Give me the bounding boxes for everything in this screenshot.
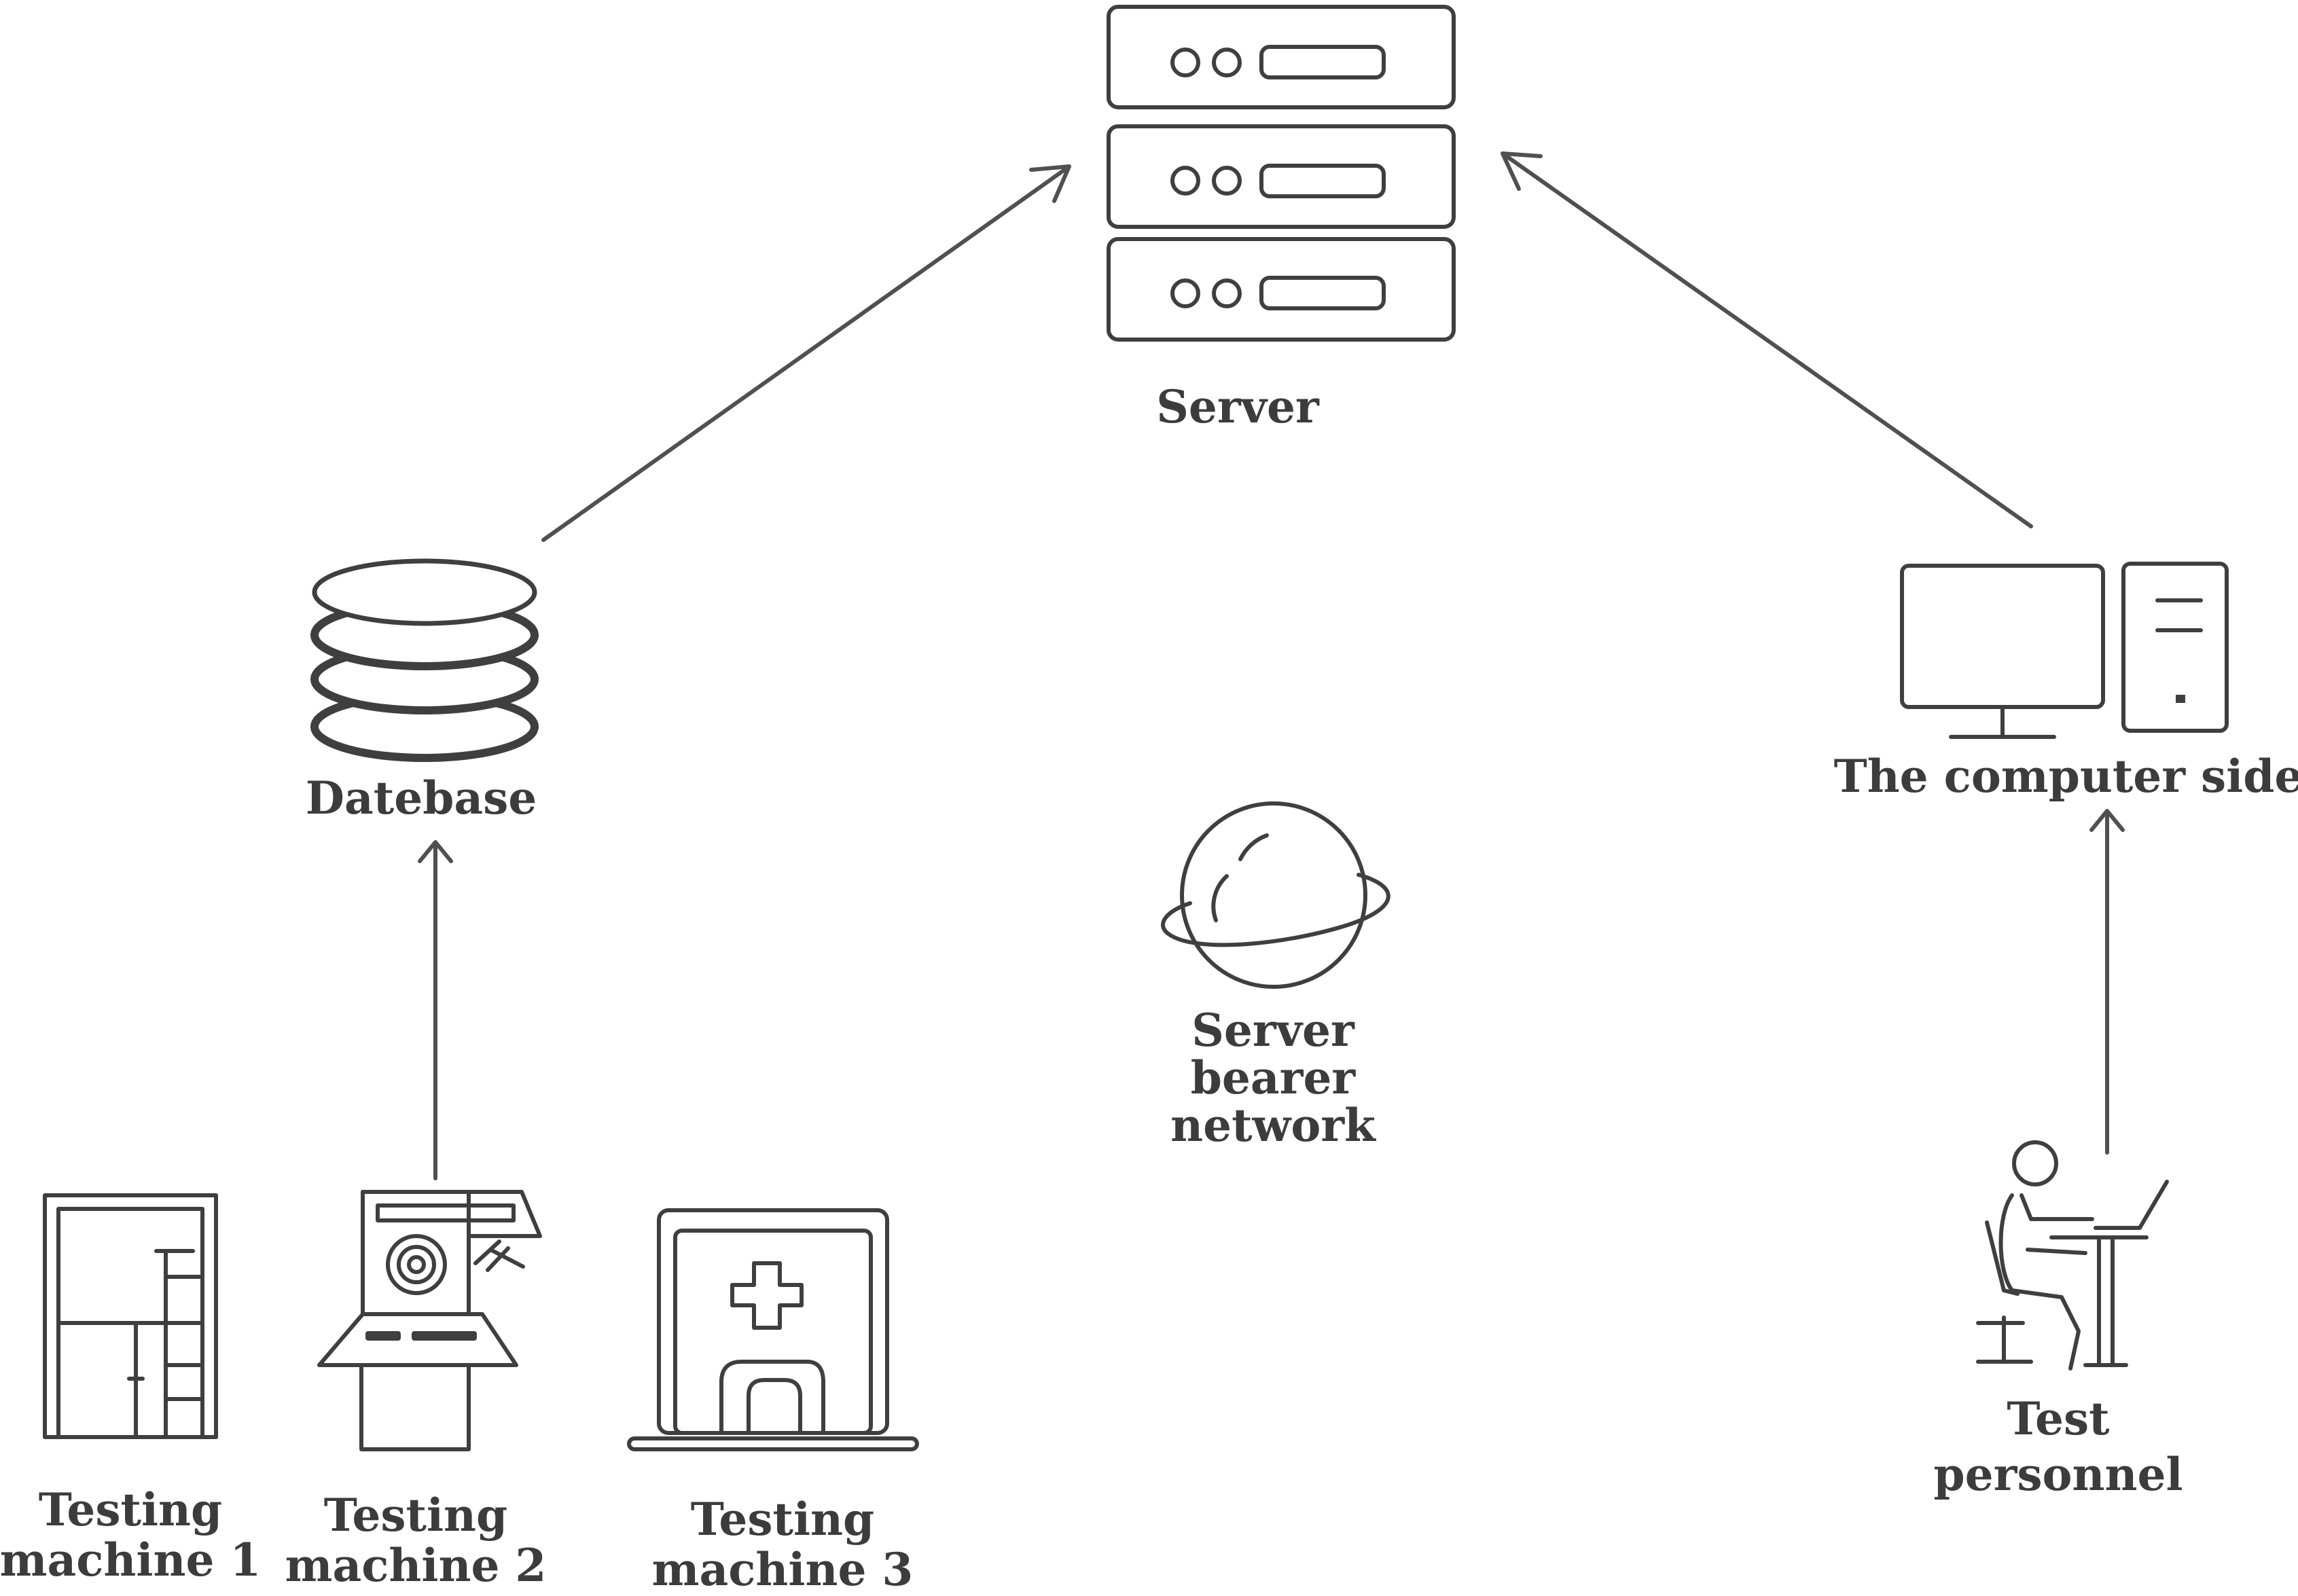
personnel-label: Test personnel bbox=[1933, 1391, 2183, 1502]
machine2-label: Testing machine 2 bbox=[285, 1490, 547, 1591]
edge-personnel-to-computer bbox=[2089, 809, 2125, 1155]
edge-computer-to-server bbox=[1501, 151, 2033, 528]
desktop-computer-icon bbox=[1900, 562, 2229, 739]
network-label-line-3: network bbox=[1170, 1099, 1376, 1152]
testing-machine-cabinet-icon bbox=[43, 1193, 218, 1439]
server-rack-icon bbox=[1107, 5, 1456, 342]
machine1-label-line-2: machine 1 bbox=[0, 1534, 262, 1586]
person-at-laptop-icon bbox=[1976, 1140, 2169, 1371]
machine1-label-line-1: Testing bbox=[38, 1483, 223, 1536]
database-icon bbox=[310, 558, 539, 762]
edge-database-to-server bbox=[541, 164, 1071, 542]
machine2-label-line-2: machine 2 bbox=[285, 1539, 547, 1592]
computer-side-label: The computer side bbox=[1833, 750, 2298, 803]
database-label: Datebase bbox=[305, 772, 537, 824]
edge-machine2-to-database bbox=[418, 840, 453, 1180]
machine2-label-line-1: Testing bbox=[323, 1489, 508, 1542]
testing-machine-console-icon bbox=[317, 1190, 542, 1451]
testing-machine-medical-icon bbox=[627, 1208, 919, 1451]
planet-network-icon bbox=[1161, 801, 1390, 989]
machine1-label: Testing machine 1 bbox=[0, 1485, 261, 1585]
machine3-label-line-2: machine 3 bbox=[651, 1543, 914, 1596]
personnel-label-line-2: personnel bbox=[1933, 1448, 2183, 1501]
server-label: Server bbox=[1156, 380, 1319, 433]
network-label-line-2: bearer bbox=[1190, 1051, 1356, 1104]
network-label: Server bearer network bbox=[1170, 1006, 1376, 1149]
network-label-line-1: Server bbox=[1191, 1004, 1354, 1057]
machine3-label: Testing machine 3 bbox=[652, 1494, 914, 1595]
machine3-label-line-1: Testing bbox=[690, 1493, 875, 1546]
personnel-label-line-1: Test bbox=[2007, 1392, 2110, 1445]
